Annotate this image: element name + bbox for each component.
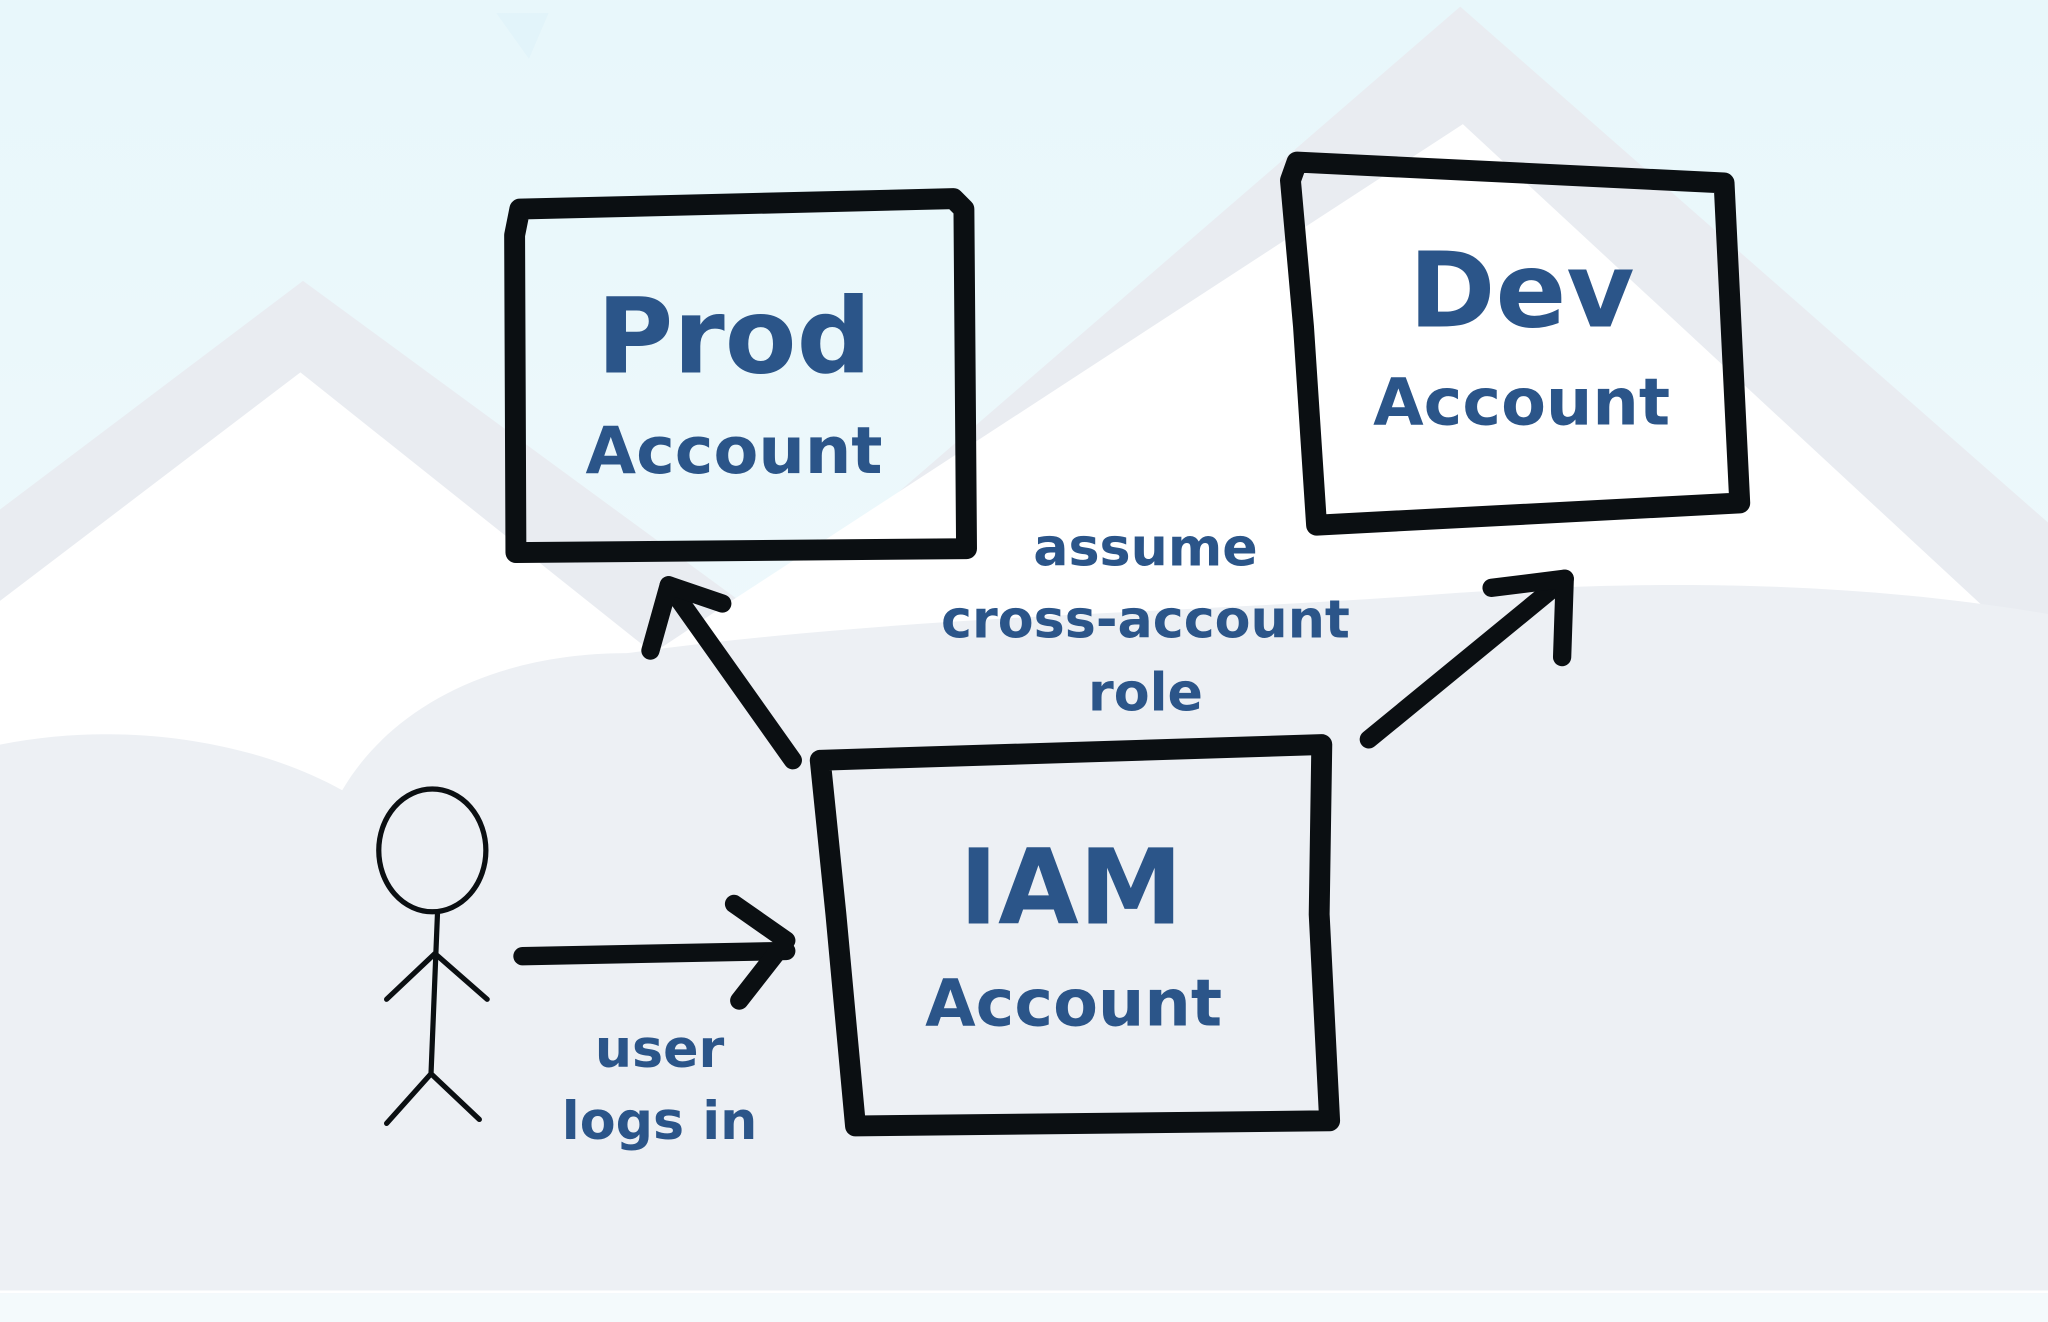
- prod-account-box: [504, 188, 977, 564]
- iam-subtitle: Account: [925, 965, 1222, 1041]
- assume-label-line2: cross-account: [941, 590, 1350, 650]
- dev-account-box: [1280, 151, 1751, 536]
- assume-label-line3: role: [1088, 664, 1203, 724]
- dev-subtitle: Account: [1373, 365, 1670, 441]
- login-label-line1: user: [595, 1020, 725, 1080]
- prod-title: Prod: [597, 275, 872, 397]
- stick-figure-user-icon: [376, 786, 490, 1126]
- dev-title: Dev: [1409, 230, 1635, 352]
- arrow-to-dev: [1359, 569, 1574, 749]
- iam-account-box: [809, 734, 1341, 1137]
- arrow-login: [513, 894, 796, 1010]
- assume-label-line1: assume: [1033, 519, 1257, 579]
- prod-subtitle: Account: [586, 413, 883, 489]
- iam-title: IAM: [959, 827, 1183, 949]
- login-label-line2: logs in: [562, 1092, 758, 1152]
- arrow-to-prod: [641, 576, 802, 770]
- mountain-background: [0, 6, 2048, 1294]
